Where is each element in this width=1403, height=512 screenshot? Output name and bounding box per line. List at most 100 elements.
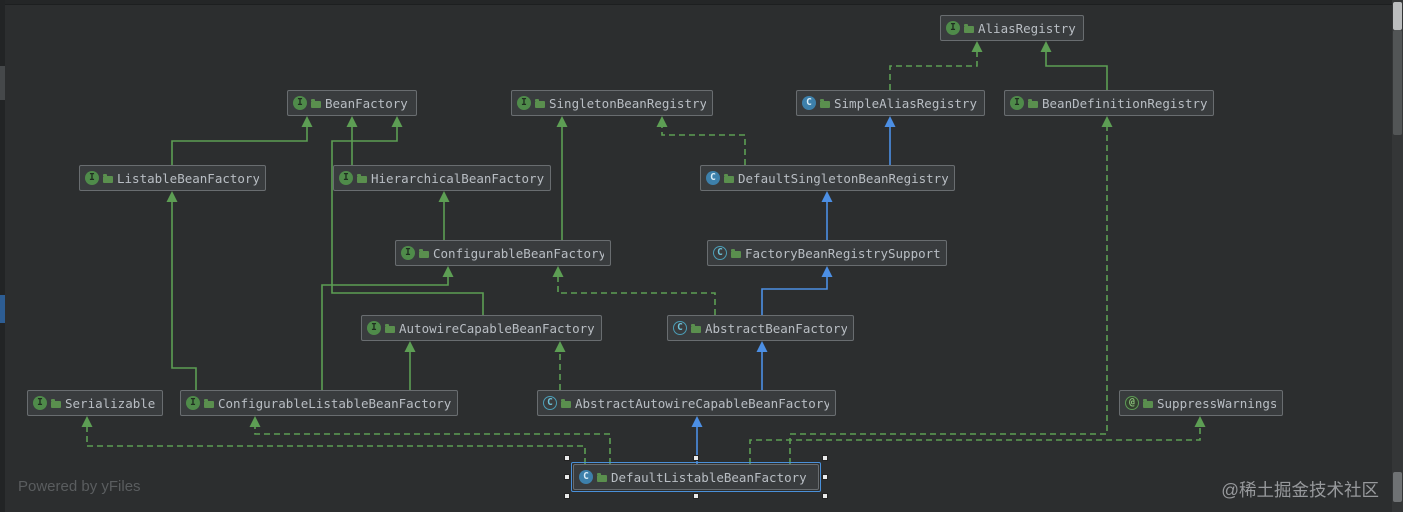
- arrowhead: [81, 416, 93, 427]
- visibility-icon: [724, 173, 734, 183]
- edge-DefaultListableBeanFactory-to-Serializable[interactable]: [86, 418, 586, 464]
- visibility-icon: [419, 248, 429, 258]
- arrowhead: [552, 266, 564, 277]
- class-node-label: SuppressWarnings: [1157, 395, 1276, 411]
- edge-SimpleAliasRegistry-to-AliasRegistry[interactable]: [889, 43, 978, 90]
- selection-handle[interactable]: [822, 455, 828, 461]
- selection-handle[interactable]: [564, 493, 570, 499]
- left-gutter-marker: [0, 295, 5, 323]
- arrowhead: [971, 41, 983, 52]
- arrowhead: [656, 116, 668, 127]
- selection-handle[interactable]: [564, 455, 570, 461]
- class-node-AutowireCapableBeanFactory[interactable]: I AutowireCapableBeanFactory: [361, 315, 602, 341]
- scrollbar-thumb-bottom[interactable]: [1393, 472, 1402, 502]
- top-border: [0, 0, 1403, 5]
- class-icon: C: [802, 96, 816, 110]
- class-node-label: BeanFactory: [325, 95, 408, 111]
- edge-AutowireCapableBeanFactory-to-BeanFactory[interactable]: [331, 118, 484, 315]
- interface-icon: I: [293, 96, 307, 110]
- visibility-icon: [820, 98, 830, 108]
- abstract-icon: C: [713, 246, 727, 260]
- abstract-icon: C: [543, 396, 557, 410]
- selection-handle[interactable]: [822, 474, 828, 480]
- class-node-label: ConfigurableListableBeanFactory: [218, 395, 451, 411]
- class-node-FactoryBeanRegistrySupport[interactable]: C FactoryBeanRegistrySupport: [707, 240, 947, 266]
- arrowhead: [1101, 116, 1113, 127]
- arrowhead: [166, 191, 178, 202]
- arrowhead: [884, 116, 896, 127]
- visibility-icon: [1028, 98, 1038, 108]
- class-node-ListableBeanFactory[interactable]: I ListableBeanFactory: [79, 165, 266, 191]
- edge-AbstractBeanFactory-to-ConfigurableBeanFactory[interactable]: [557, 268, 716, 315]
- visibility-icon: [597, 472, 607, 482]
- class-node-SuppressWarnings[interactable]: @ SuppressWarnings: [1119, 390, 1283, 416]
- class-node-label: ListableBeanFactory: [117, 170, 259, 186]
- class-node-BeanFactory[interactable]: I BeanFactory: [287, 90, 417, 116]
- scrollbar-thumb[interactable]: [1393, 30, 1402, 135]
- interface-icon: I: [85, 171, 99, 185]
- selection-handle[interactable]: [822, 493, 828, 499]
- class-node-AbstractAutowireCapableBeanFactory[interactable]: C AbstractAutowireCapableBeanFactory: [537, 390, 836, 416]
- visibility-icon: [964, 23, 974, 33]
- visibility-icon: [691, 323, 701, 333]
- arrowhead: [821, 191, 833, 202]
- powered-by-yfiles-label: Powered by yFiles: [18, 478, 141, 495]
- selection-handle[interactable]: [564, 474, 570, 480]
- abstract-icon: C: [673, 321, 687, 335]
- arrowhead: [554, 341, 566, 352]
- vertical-scrollbar[interactable]: [1392, 0, 1403, 512]
- edge-DefaultListableBeanFactory-to-ConfigurableListableBeanFactory[interactable]: [254, 418, 611, 464]
- selection-handle[interactable]: [693, 455, 699, 461]
- edge-DefaultSingletonBeanRegistry-to-SingletonBeanRegistry[interactable]: [661, 118, 746, 165]
- class-icon: C: [579, 470, 593, 484]
- interface-icon: I: [367, 321, 381, 335]
- edge-DefaultListableBeanFactory-to-BeanDefinitionRegistry[interactable]: [789, 118, 1108, 464]
- visibility-icon: [1143, 398, 1153, 408]
- arrowhead: [249, 416, 261, 427]
- class-node-label: ConfigurableBeanFactory: [433, 245, 604, 261]
- left-scrollbar-segment: [0, 66, 5, 100]
- class-node-label: AbstractAutowireCapableBeanFactory: [575, 395, 829, 411]
- visibility-icon: [204, 398, 214, 408]
- class-node-label: FactoryBeanRegistrySupport: [745, 245, 940, 261]
- edge-ConfigurableListableBeanFactory-to-ListableBeanFactory[interactable]: [171, 193, 197, 390]
- edge-ListableBeanFactory-to-BeanFactory[interactable]: [171, 118, 308, 165]
- edge-BeanDefinitionRegistry-to-AliasRegistry[interactable]: [1045, 43, 1108, 90]
- edge-DefaultListableBeanFactory-to-SuppressWarnings[interactable]: [749, 418, 1201, 464]
- interface-icon: I: [339, 171, 353, 185]
- juejin-watermark: @稀土掘金技术社区: [1221, 480, 1379, 500]
- arrowhead: [1040, 41, 1052, 52]
- visibility-icon: [311, 98, 321, 108]
- visibility-icon: [51, 398, 61, 408]
- arrowhead: [821, 266, 833, 277]
- arrowhead: [438, 191, 450, 202]
- annotation-icon: @: [1125, 396, 1139, 410]
- arrowhead: [691, 416, 703, 427]
- edge-AbstractBeanFactory-to-FactoryBeanRegistrySupport[interactable]: [761, 268, 828, 315]
- arrowhead: [404, 341, 416, 352]
- selection-handle[interactable]: [693, 493, 699, 499]
- scrollbar-thumb-top[interactable]: [1393, 2, 1402, 30]
- visibility-icon: [103, 173, 113, 183]
- visibility-icon: [731, 248, 741, 258]
- left-scrollbar[interactable]: [0, 0, 5, 512]
- class-node-label: SingletonBeanRegistry: [549, 95, 706, 111]
- visibility-icon: [535, 98, 545, 108]
- class-icon: C: [706, 171, 720, 185]
- arrowhead: [301, 116, 313, 127]
- class-node-label: AutowireCapableBeanFactory: [399, 320, 595, 336]
- arrowhead: [391, 116, 403, 127]
